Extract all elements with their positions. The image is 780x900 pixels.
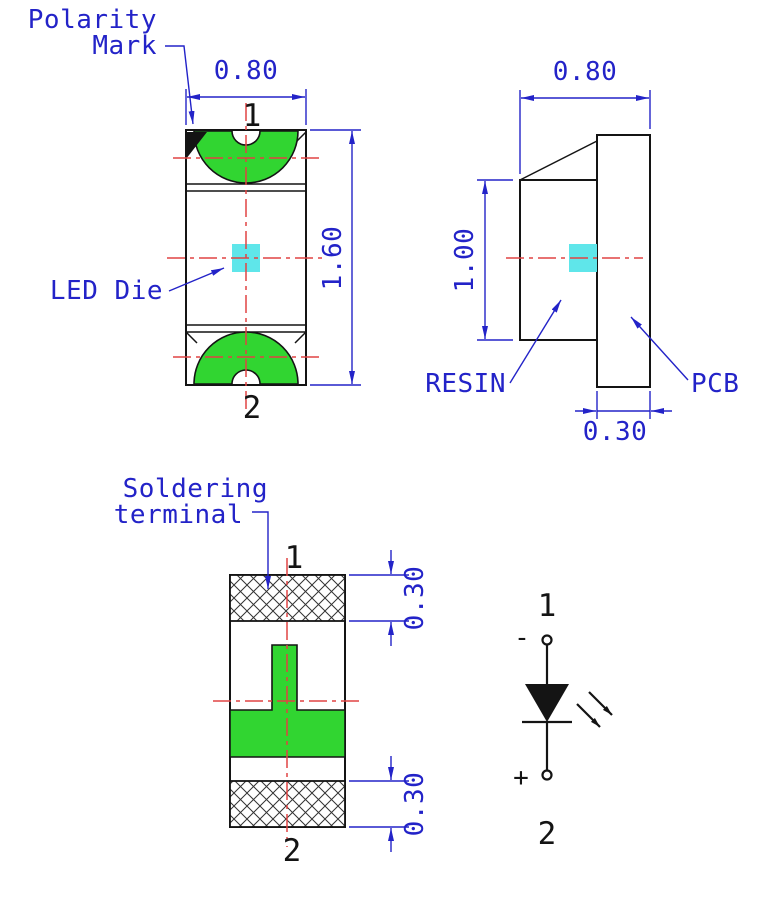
polarity-leader-line (165, 45, 195, 125)
led-die-callout: LED Die (50, 267, 225, 306)
bottom-terminal-top-dim-text: 0.30 (400, 566, 430, 631)
minus-sign: - (514, 623, 530, 653)
polarity-mark-callout: Polarity Mark (28, 5, 195, 125)
side-height-dimension: 1.00 (450, 179, 513, 341)
cathode-terminal-node (541, 769, 553, 781)
side-pcb-thickness-dim-text: 0.30 (583, 417, 648, 447)
bottom-centerlines (213, 558, 361, 847)
side-pcb-body (596, 134, 651, 388)
schematic-symbol: 1 - + 2 (513, 588, 613, 852)
schematic-pin1-label: 1 (538, 588, 557, 624)
bottom-terminal-top-dimension: 0.30 (349, 550, 430, 646)
polarity-label-line1: Polarity (28, 5, 157, 35)
side-resin-slant-edge (519, 140, 598, 181)
bottom-terminal-bottom-dimension: 0.30 (349, 756, 430, 852)
polarity-mark-triangle (186, 132, 207, 159)
diode-triangle (525, 684, 569, 722)
side-width-dimension: 0.80 (519, 57, 651, 174)
polarity-label-line2: Mark (92, 31, 157, 61)
front-bottom-electrode (193, 331, 299, 385)
pcb-leader-line (630, 316, 689, 381)
pcb-label: PCB (691, 369, 739, 399)
bottom-view: 1 2 Soldering terminal 0.30 0.30 (114, 474, 430, 869)
resin-callout: RESIN (425, 299, 562, 399)
bottom-terminal-bottom-dim-text: 0.30 (400, 772, 430, 837)
bottom-pin1-label: 1 (285, 540, 304, 576)
led-die-label: LED Die (50, 276, 163, 306)
soldering-leader-line (252, 511, 271, 589)
bottom-pin2-label: 2 (283, 833, 302, 869)
front-centerlines (167, 103, 325, 413)
front-height-dimension: 1.60 (310, 129, 361, 386)
front-width-dimension: 0.80 (185, 56, 307, 125)
side-view: 0.80 1.00 0.30 RESIN PCB (425, 57, 739, 447)
plus-sign: + (513, 763, 529, 793)
schematic-pin2-label: 2 (538, 816, 557, 852)
anode-terminal-node (541, 634, 553, 646)
front-width-dim-text: 0.80 (214, 56, 279, 86)
front-pin2-label: 2 (243, 390, 262, 426)
led-die-leader-line (168, 267, 225, 292)
front-height-dim-text: 1.60 (318, 226, 348, 291)
side-height-dim-text: 1.00 (450, 228, 480, 293)
front-pin1-label: 1 (243, 98, 262, 134)
light-emission-arrows-icon (576, 691, 613, 728)
soldering-label-line1: Soldering (123, 474, 268, 504)
front-top-electrode (193, 130, 299, 184)
soldering-label-line2: terminal (114, 500, 243, 530)
pcb-callout: PCB (630, 316, 739, 399)
soldering-terminal-callout: Soldering terminal (114, 474, 271, 589)
side-pcb-thickness-dimension: 0.30 (575, 391, 672, 447)
front-view: 0.80 1.60 1 2 Polarity Mark LED Die (28, 5, 361, 426)
resin-leader-line (509, 299, 562, 384)
resin-label: RESIN (425, 369, 506, 399)
side-width-dim-text: 0.80 (553, 57, 618, 87)
